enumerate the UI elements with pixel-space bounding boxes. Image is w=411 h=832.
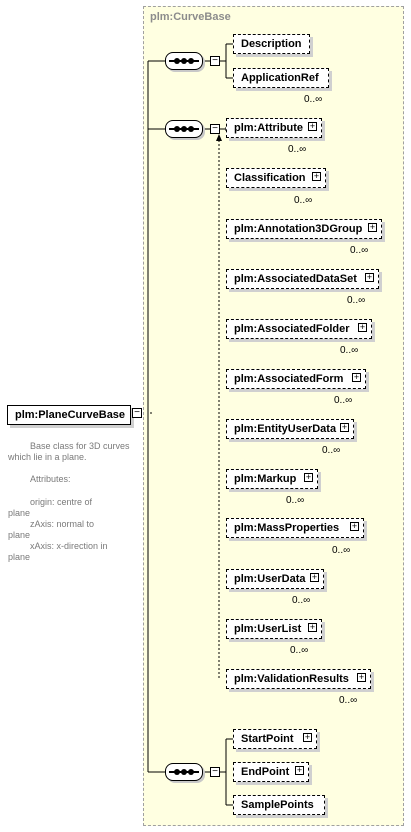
collapse-icon[interactable]: − — [210, 56, 220, 66]
element-userdata[interactable]: plm:UserData+ — [226, 569, 324, 589]
cardinality: 0..∞ — [286, 495, 305, 506]
cardinality: 0..∞ — [288, 144, 307, 155]
expand-icon: + — [295, 765, 304, 775]
expand-icon: + — [357, 672, 366, 682]
group-title: plm:CurveBase — [150, 11, 231, 23]
expand-icon: + — [358, 322, 367, 332]
cardinality: 0..∞ — [294, 195, 313, 206]
expand-icon: + — [352, 372, 361, 382]
element-samplepoints[interactable]: SamplePoints — [233, 795, 325, 815]
element-entityuserdata[interactable]: plm:EntityUserData+ — [226, 419, 354, 439]
cardinality: 0..∞ — [332, 545, 351, 556]
cardinality: 0..∞ — [292, 595, 311, 606]
expand-icon: + — [312, 171, 321, 181]
expand-icon: + — [308, 121, 317, 131]
element-validationresults[interactable]: plm:ValidationResults+ — [226, 669, 371, 689]
element-associatedform[interactable]: plm:AssociatedForm+ — [226, 369, 366, 389]
expand-icon: + — [303, 732, 312, 742]
element-massproperties[interactable]: plm:MassProperties+ — [226, 518, 364, 538]
expand-icon: + — [365, 272, 374, 282]
element-classification[interactable]: Classification+ — [226, 168, 326, 188]
root-label: plm:PlaneCurveBase — [15, 409, 126, 421]
cardinality: 0..∞ — [339, 695, 358, 706]
collapse-icon[interactable]: − — [210, 767, 220, 777]
root-element[interactable]: plm:PlaneCurveBase — [7, 405, 131, 425]
curvebase-group — [143, 6, 404, 826]
element-endpoint[interactable]: EndPoint+ — [233, 762, 309, 782]
sequence-compositor-3[interactable] — [165, 763, 203, 781]
cardinality: 0..∞ — [304, 94, 323, 105]
expand-icon: + — [308, 622, 317, 632]
element-plm-attribute[interactable]: plm:Attribute+ — [226, 118, 322, 138]
cardinality: 0..∞ — [350, 245, 369, 256]
expand-icon: + — [340, 422, 349, 432]
element-associatedfolder[interactable]: plm:AssociatedFolder+ — [226, 319, 372, 339]
expand-icon: + — [310, 572, 319, 582]
element-userlist[interactable]: plm:UserList+ — [226, 619, 322, 639]
expand-icon: + — [304, 472, 313, 482]
expand-icon: + — [350, 521, 359, 531]
expand-icon: + — [368, 222, 377, 232]
cardinality: 0..∞ — [290, 645, 309, 656]
cardinality: 0..∞ — [340, 345, 359, 356]
cardinality: 0..∞ — [322, 445, 341, 456]
sequence-compositor-2[interactable] — [165, 120, 203, 138]
element-startpoint[interactable]: StartPoint+ — [233, 729, 317, 749]
collapse-icon[interactable]: − — [132, 408, 142, 418]
element-markup[interactable]: plm:Markup+ — [226, 469, 318, 489]
element-associateddataset[interactable]: plm:AssociatedDataSet+ — [226, 269, 379, 289]
collapse-icon[interactable]: − — [210, 124, 220, 134]
element-applicationref[interactable]: ApplicationRef — [233, 68, 329, 88]
cardinality: 0..∞ — [334, 395, 353, 406]
element-description[interactable]: Description — [233, 34, 310, 54]
sequence-compositor-1[interactable] — [165, 52, 203, 70]
cardinality: 0..∞ — [347, 295, 366, 306]
element-annotation3dgroup[interactable]: plm:Annotation3DGroup+ — [226, 219, 382, 239]
